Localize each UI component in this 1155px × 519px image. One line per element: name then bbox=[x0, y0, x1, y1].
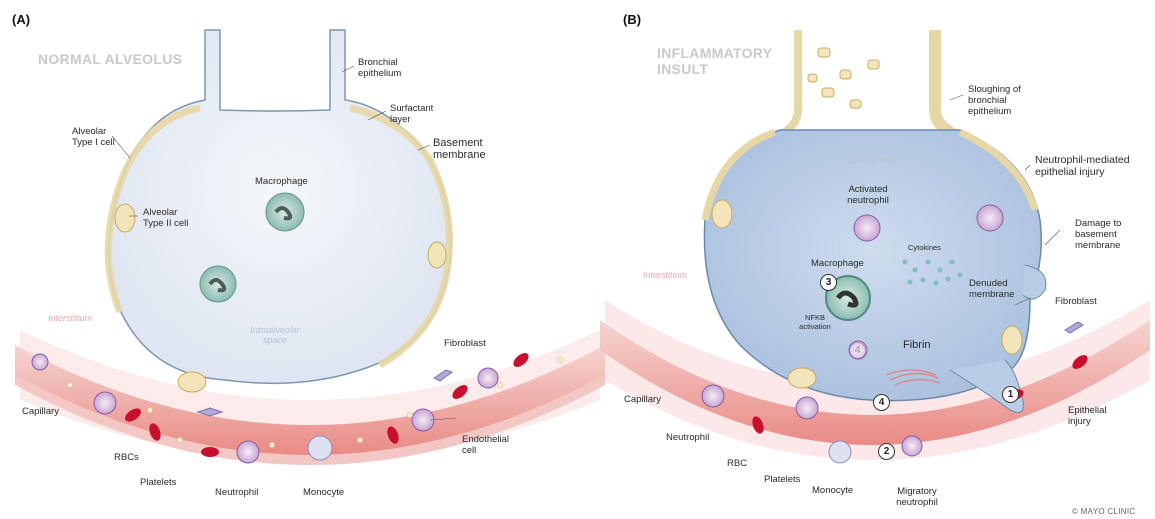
label-cytokines: Cytokines bbox=[908, 243, 941, 252]
label-basement-membrane: Basement membrane bbox=[433, 137, 486, 161]
label-alveolar-type2: Alveolar Type II cell bbox=[143, 207, 188, 229]
label-monocyte-a: Monocyte bbox=[303, 487, 344, 498]
label-macrophage-b: Macrophage bbox=[811, 258, 864, 269]
label-nfkb: NFKB activation bbox=[795, 313, 835, 331]
panel-b-title: INFLAMMATORY INSULT bbox=[657, 45, 772, 77]
alveolus-b bbox=[704, 130, 1041, 401]
label-surfactant-layer: Surfactant layer bbox=[390, 103, 433, 125]
macrophage-a bbox=[266, 193, 304, 231]
label-interstitium-b: Interstitium bbox=[643, 270, 687, 280]
label-fibrin: Fibrin bbox=[903, 340, 931, 351]
label-neutrophil-b: Neutrophil bbox=[666, 432, 709, 443]
panel-a-title: NORMAL ALVEOLUS bbox=[38, 51, 182, 67]
label-migratory-neutrophil: Migratory neutrophil bbox=[887, 486, 947, 508]
step-4-faint-badge: 4 bbox=[849, 342, 866, 359]
alveolar-type2-cell-a bbox=[115, 204, 135, 232]
bronchus-left-b bbox=[780, 30, 798, 135]
label-bronchial-epithelium: Bronchial epithelium bbox=[358, 57, 401, 79]
label-rbcs: RBCs bbox=[114, 452, 139, 463]
label-rbc: RBC bbox=[727, 458, 747, 469]
label-endothelial-cell: Endothelial cell bbox=[462, 434, 509, 456]
label-activated-neutrophil: Activated neutrophil bbox=[838, 184, 898, 206]
label-damage-basement: Damage to basement membrane bbox=[1075, 218, 1121, 251]
label-alveolar-type1: Alveolar Type I cell bbox=[72, 126, 115, 148]
panel-b-tag: (B) bbox=[623, 12, 641, 27]
label-platelets-b: Platelets bbox=[764, 474, 800, 485]
label-neutrophil-a: Neutrophil bbox=[215, 487, 258, 498]
label-capillary-a: Capillary bbox=[22, 406, 59, 417]
sloughed-cells bbox=[808, 48, 879, 108]
label-fibroblast-a: Fibroblast bbox=[444, 338, 486, 349]
fibroblast-a bbox=[434, 370, 452, 381]
step-4-badge: 4 bbox=[873, 394, 890, 411]
step-3-badge: 3 bbox=[820, 274, 837, 291]
label-fibroblast-b: Fibroblast bbox=[1055, 296, 1097, 307]
label-interstitium-a: Interstitium bbox=[48, 313, 92, 323]
activated-neutrophil-2 bbox=[977, 205, 1003, 231]
label-epithelial-injury: Epithelial injury bbox=[1068, 405, 1107, 427]
label-sloughing: Sloughing of bronchial epithelium bbox=[968, 84, 1021, 117]
bronchus-right-b bbox=[935, 30, 955, 135]
label-macrophage-a: Macrophage bbox=[255, 176, 308, 187]
panel-a-diagram bbox=[15, 30, 605, 465]
label-neutrophil-injury: Neutrophil-mediated epithelial injury bbox=[1035, 154, 1130, 178]
label-platelets-a: Platelets bbox=[140, 477, 176, 488]
label-denuded-membrane: Denuded membrane bbox=[969, 278, 1014, 300]
step-2-badge: 2 bbox=[878, 443, 895, 460]
label-intraalveolar-space: Intraalveolar space bbox=[240, 325, 310, 345]
label-edema-fluid: Edema fluid bbox=[848, 155, 896, 165]
monocyte-a bbox=[308, 436, 332, 460]
label-monocyte-b: Monocyte bbox=[812, 485, 853, 496]
panel-a-tag: (A) bbox=[12, 12, 30, 27]
activated-neutrophil-1 bbox=[854, 215, 880, 241]
step-1-badge: 1 bbox=[1002, 386, 1019, 403]
copyright: © MAYO CLINIC bbox=[1072, 507, 1135, 516]
label-capillary-b: Capillary bbox=[624, 394, 661, 405]
